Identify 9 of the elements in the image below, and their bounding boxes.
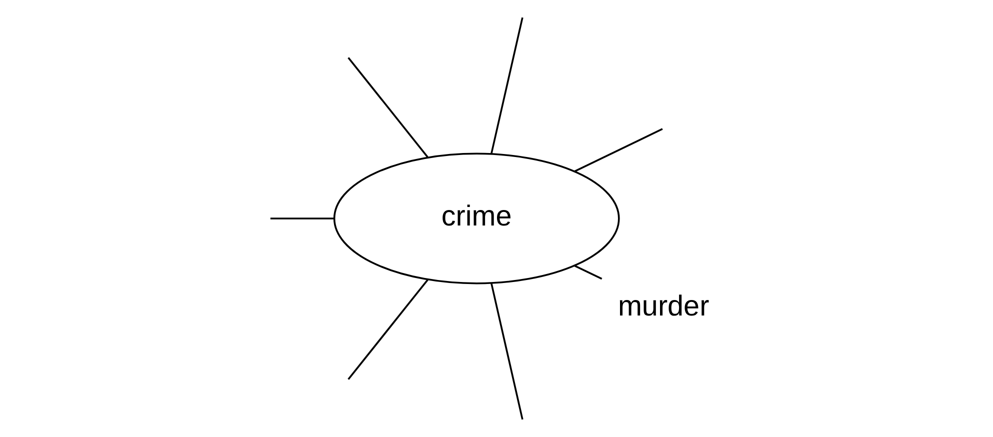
connector	[348, 57, 428, 158]
node-ellipse: crime	[333, 152, 620, 284]
connector	[490, 17, 524, 154]
connector	[490, 282, 524, 420]
connector	[348, 279, 428, 380]
connector	[574, 128, 663, 172]
connector	[270, 218, 334, 220]
connector	[574, 264, 602, 280]
node-text: murder	[618, 290, 710, 322]
